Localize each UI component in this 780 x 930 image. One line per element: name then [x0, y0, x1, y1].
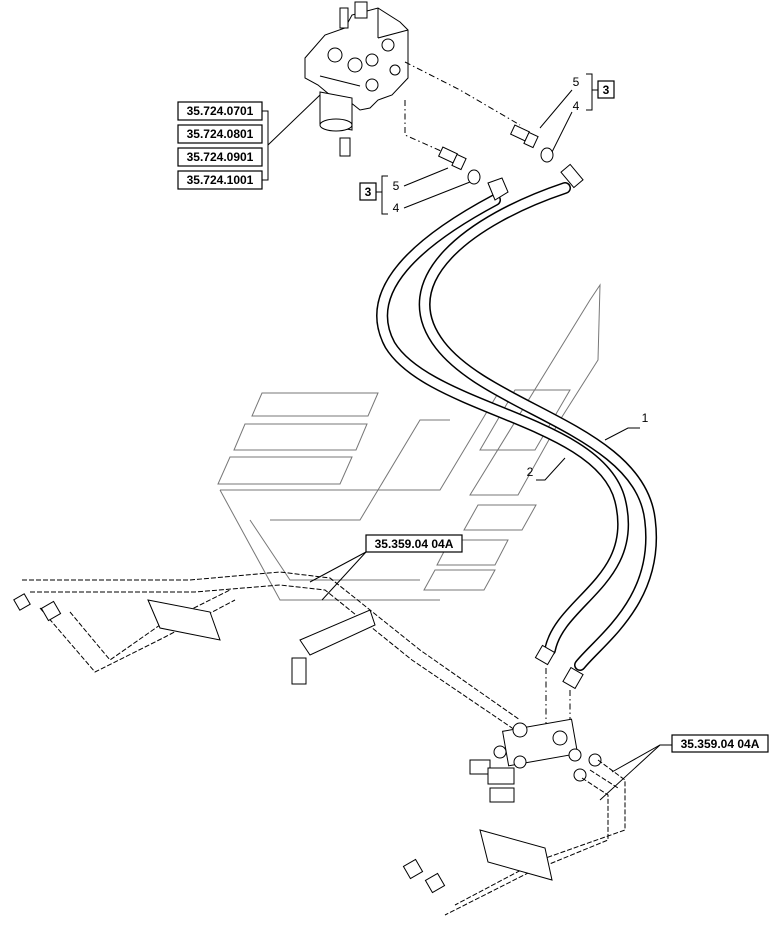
pipe-ref-center-label: 35.359.04 04A: [375, 537, 454, 551]
fitting-left: [437, 146, 481, 185]
valve-ref-3: 35.724.0901: [187, 150, 254, 164]
callout-left-4: 4: [393, 201, 400, 215]
left-tube-assembly: [13, 571, 521, 731]
group-ref-left: 3: [365, 185, 372, 199]
valve-ref-2: 35.724.0801: [187, 127, 254, 141]
callout-hose-2: 2: [527, 457, 566, 481]
fitting-top: [509, 124, 554, 163]
callout-hose-1: 1: [604, 411, 649, 441]
callout-top-4: 4: [573, 99, 580, 113]
right-tube-assembly: [402, 759, 626, 916]
watermark-logo: [217, 283, 601, 601]
pipe-ref-right: 35.359.04 04A: [599, 734, 769, 801]
pipe-ref-right-label: 35.359.04 04A: [681, 737, 760, 751]
hose-1: [418, 182, 658, 671]
lower-manifold: [469, 718, 602, 803]
control-valve: [304, 1, 409, 157]
callout-top-5: 5: [573, 75, 580, 89]
callout-group-left: 3 5 4: [359, 167, 471, 215]
callout-hose-2-label: 2: [527, 465, 534, 479]
hose-end-fittings: [487, 163, 584, 690]
valve-ref-4: 35.724.1001: [187, 173, 254, 187]
group-ref-top: 3: [603, 83, 610, 97]
callout-left-5: 5: [393, 179, 400, 193]
pipe-ref-center: 35.359.04 04A: [309, 534, 463, 601]
valve-ref-1: 35.724.0701: [187, 104, 254, 118]
hose-2: [376, 194, 630, 656]
valve-ref-list: 35.724.0701 35.724.0801 35.724.0901 35.7…: [177, 94, 321, 190]
callout-group-top: 3 5 4: [539, 73, 615, 153]
callout-hose-1-label: 1: [642, 411, 649, 425]
